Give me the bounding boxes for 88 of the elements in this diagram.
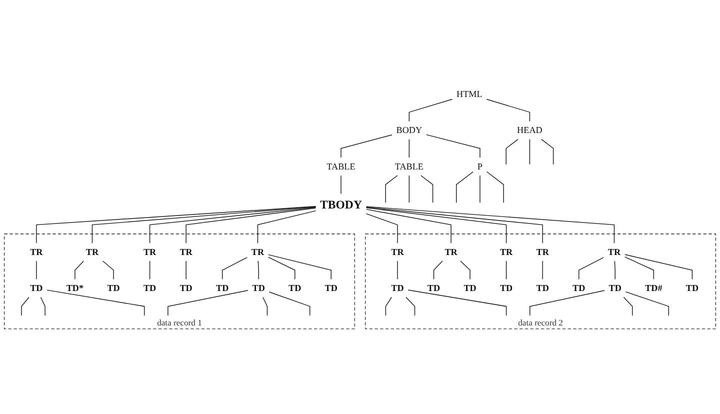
node-text: TD [216,283,229,294]
node-text: TR [143,246,156,258]
connector [366,207,507,244]
node-text: TD [686,283,699,294]
connector [614,260,616,280]
connector [486,171,504,203]
node-text: TD [608,283,622,294]
node-text: TD [107,283,120,294]
connector [340,134,392,158]
connector [149,207,316,244]
connector [530,290,605,316]
connector [36,260,37,280]
connector [257,210,316,244]
connector [542,260,543,280]
connector [406,296,416,316]
node-text: TD [180,283,192,294]
connector [366,206,615,244]
connector [456,171,474,203]
node-text: TD [391,283,404,294]
connector [385,296,392,316]
node-text: TD* [66,283,84,294]
connector [268,254,332,280]
connector [506,260,507,280]
connector [625,292,669,316]
node-text: HEAD [517,125,542,136]
connector [340,175,342,194]
connector [46,290,145,316]
node-text: TR [444,246,458,258]
node-text: TABLE [326,161,356,172]
connector [624,256,654,280]
node-text: TD [30,283,43,294]
connector [366,206,543,244]
connector [529,138,530,165]
node-text: TD [324,283,338,294]
connector [74,260,84,280]
node-text: TR [86,246,99,258]
connector [268,256,296,280]
node-text: TD [464,283,476,294]
connector [186,208,316,244]
node-text: TD [288,283,302,294]
node-text: TBODY [320,198,362,212]
node-text: TD [143,283,156,294]
connector [408,98,453,122]
node-text: TR [608,246,621,258]
node-text: TR [30,246,43,258]
connector [408,290,507,316]
node-text: TD [252,283,265,294]
connector [420,175,434,203]
connector [366,209,452,244]
connector [92,206,316,244]
connector [397,260,398,280]
connector [36,206,316,244]
connector [268,292,310,316]
connector [102,260,114,280]
connector [624,254,693,280]
node-text: TR [391,246,404,258]
connector [149,260,150,280]
node-text: HTML [456,88,482,100]
node-text: TR [251,246,264,258]
connector [262,296,268,316]
node-text: TD [427,283,440,294]
node-text: TD# [645,283,662,294]
node-text: TR [500,246,513,258]
connector [506,138,518,165]
connector [426,134,480,158]
connector [385,175,398,203]
node-text: TD [500,283,513,294]
connector [40,296,46,316]
connector [541,138,554,165]
connector [623,296,633,316]
connector [433,260,443,280]
connector [366,213,398,244]
node-text: BODY [396,125,422,136]
node-text: TR [536,246,549,258]
connector [168,290,248,316]
node-text: P [477,161,483,172]
connector [222,257,248,280]
connector [578,257,604,280]
node-text: TR [180,246,192,258]
connector [408,138,410,158]
node-text: TABLE [394,161,424,172]
connector [486,98,530,122]
connector [460,260,470,280]
connector [21,296,30,316]
connector [258,260,259,280]
node-text: TD [572,283,586,294]
node-text: TD [536,283,549,294]
connector [408,175,410,203]
